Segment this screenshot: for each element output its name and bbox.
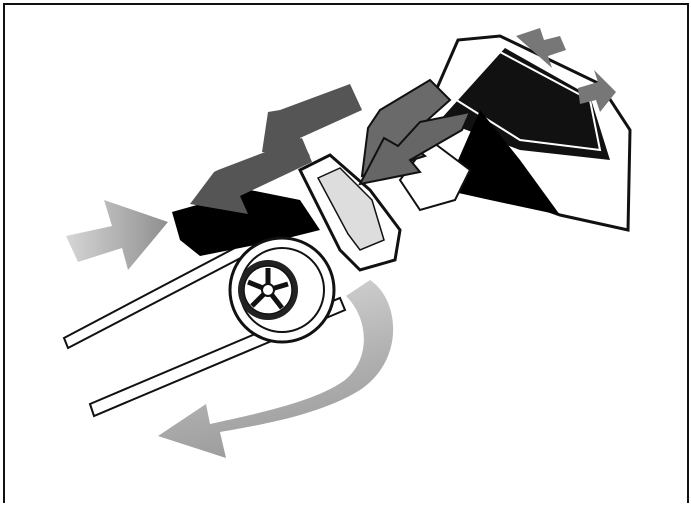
arrow-down-3-icon xyxy=(262,84,362,156)
wheel xyxy=(230,238,334,342)
arrow-in-left-icon xyxy=(66,200,168,270)
